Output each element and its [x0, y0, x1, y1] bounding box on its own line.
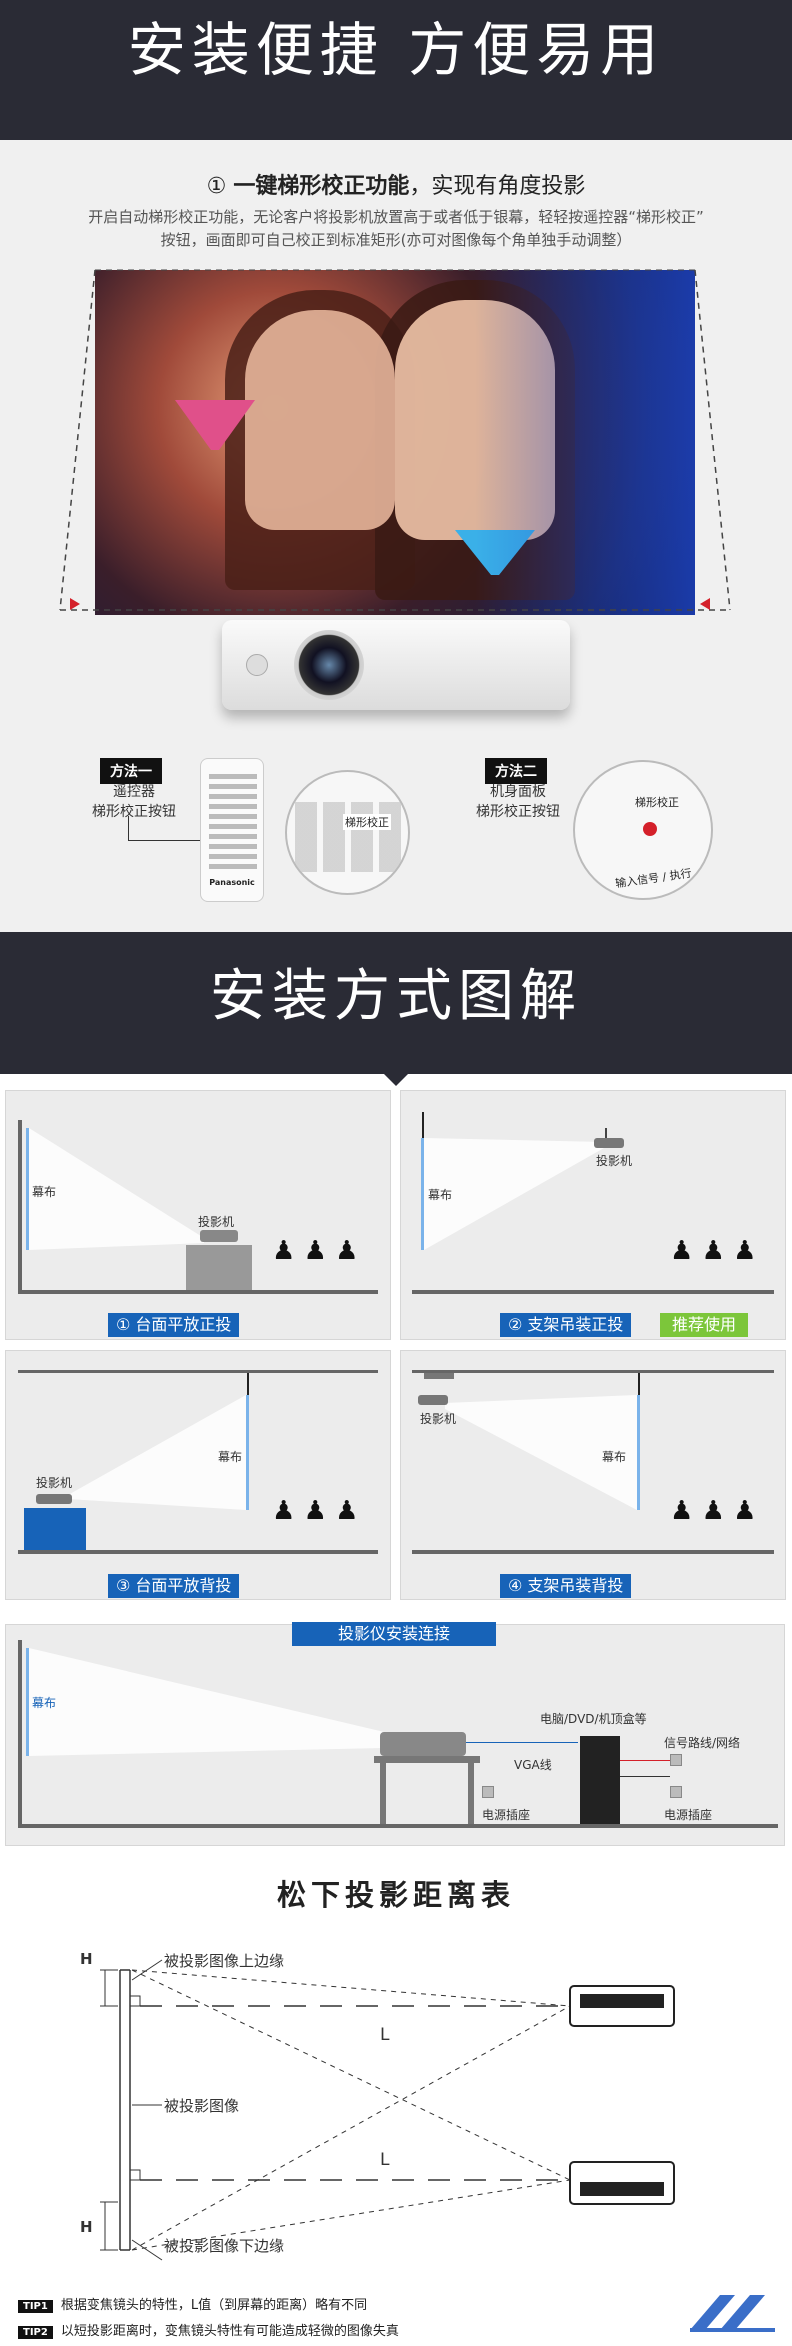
distance-diagram [100, 1959, 675, 2261]
desc-line-2: 按钮，画面即可自己校正到标准矩形(亦可对图像每个角单独手动调整） [160, 231, 632, 249]
keystone-outline [59, 269, 731, 611]
power-button-icon [246, 654, 268, 676]
projector-label: 投影机 [198, 1215, 235, 1229]
signal-label: 信号路线/网络 [664, 1736, 741, 1750]
feature-description: 开启自动梯形校正功能，无论客户将投影机放置高于或者低于银幕，轻轻按遥控器“梯形校… [40, 206, 752, 252]
seat-icons: ♟ ♟ ♟ [670, 1496, 757, 1526]
method-1-text: 遥控器 梯形校正按钮 [92, 784, 176, 820]
projected-photo [95, 270, 695, 615]
install-p1-label: ① 台面平放正投 [108, 1313, 240, 1337]
power-socket-icon [482, 1786, 494, 1798]
seat-icons: ♟ ♟ ♟ [272, 1496, 359, 1526]
ceiling-projector-icon [418, 1395, 448, 1405]
projector-image [222, 620, 570, 710]
h-label-top: H [80, 1950, 93, 1968]
seat-icons: ♟ ♟ ♟ [670, 1236, 757, 1266]
power-label-1: 电源插座 [482, 1808, 531, 1822]
connect-screen-label: 幕布 [32, 1696, 57, 1710]
desc-line-1: 开启自动梯形校正功能，无论客户将投影机放置高于或者低于银幕，轻轻按遥控器“梯形校… [88, 208, 704, 226]
install-banner-title: 安装方式图解 [210, 964, 582, 1029]
lens-icon [294, 630, 364, 700]
projector-icon [36, 1494, 72, 1504]
banner-title: 安装便捷 方便易用 [127, 16, 665, 84]
bottom-edge-label: 被投影图像下边缘 [164, 2237, 285, 2255]
projector-icon [380, 1732, 466, 1756]
l-label-top: L [380, 2025, 390, 2045]
distance-title: 松下投影距离表 [276, 1878, 515, 1912]
image-label: 被投影图像 [164, 2097, 240, 2115]
remote-zoom: 梯形校正 [285, 770, 410, 895]
install-p4-label: ④ 支架吊装背投 [500, 1574, 632, 1598]
h-label-bottom: H [80, 2218, 93, 2236]
ceiling-projector-icon [594, 1138, 624, 1148]
seat-icons: ♟ ♟ ♟ [272, 1236, 359, 1266]
power-socket-icon [670, 1786, 682, 1798]
projector-icon [200, 1230, 238, 1242]
connection-title: 投影仪安装连接 [292, 1622, 496, 1646]
arrow-left-icon [700, 598, 710, 610]
feature-number: ① [206, 174, 227, 199]
method-1-tag: 方法一 [100, 758, 162, 784]
feature-title-rest: ，实现有角度投影 [409, 174, 586, 199]
method-2-text: 机身面板 梯形校正按钮 [476, 784, 560, 820]
blue-table-icon [24, 1508, 86, 1550]
feature-title-bold: 一键梯形校正功能 [233, 174, 410, 199]
recommended-badge: 推荐使用 [660, 1313, 749, 1337]
pc-label: 电脑/DVD/机顶盒等 [540, 1712, 647, 1726]
remote-control-image: Panasonic [200, 758, 264, 902]
vga-label: VGA线 [514, 1758, 552, 1772]
network-port-icon [670, 1754, 682, 1766]
method-2-tag: 方法二 [485, 758, 547, 784]
arrow-right-icon [70, 598, 80, 610]
top-edge-label: 被投影图像上边缘 [164, 1952, 285, 1970]
header-banner: 安装便捷 方便易用 [0, 0, 792, 140]
power-label-2: 电源插座 [664, 1808, 713, 1822]
table-icon [186, 1245, 252, 1290]
screen-label: 幕布 [32, 1185, 57, 1199]
install-banner: 安装方式图解 [0, 932, 792, 1074]
install-p2-label: ② 支架吊装正投 [500, 1313, 632, 1337]
pc-tower-icon [580, 1736, 620, 1824]
keystone-button-icon [643, 822, 657, 836]
feature-title: ① 一键梯形校正功能，实现有角度投影 [0, 168, 792, 200]
install-p3-label: ③ 台面平放背投 [108, 1574, 240, 1598]
remote-brand: Panasonic [209, 878, 255, 887]
panel-zoom: 梯形校正 输入信号 / 执行 [573, 760, 713, 900]
brand-logo-icon [690, 2295, 775, 2332]
l-label-bottom: L [380, 2150, 390, 2170]
